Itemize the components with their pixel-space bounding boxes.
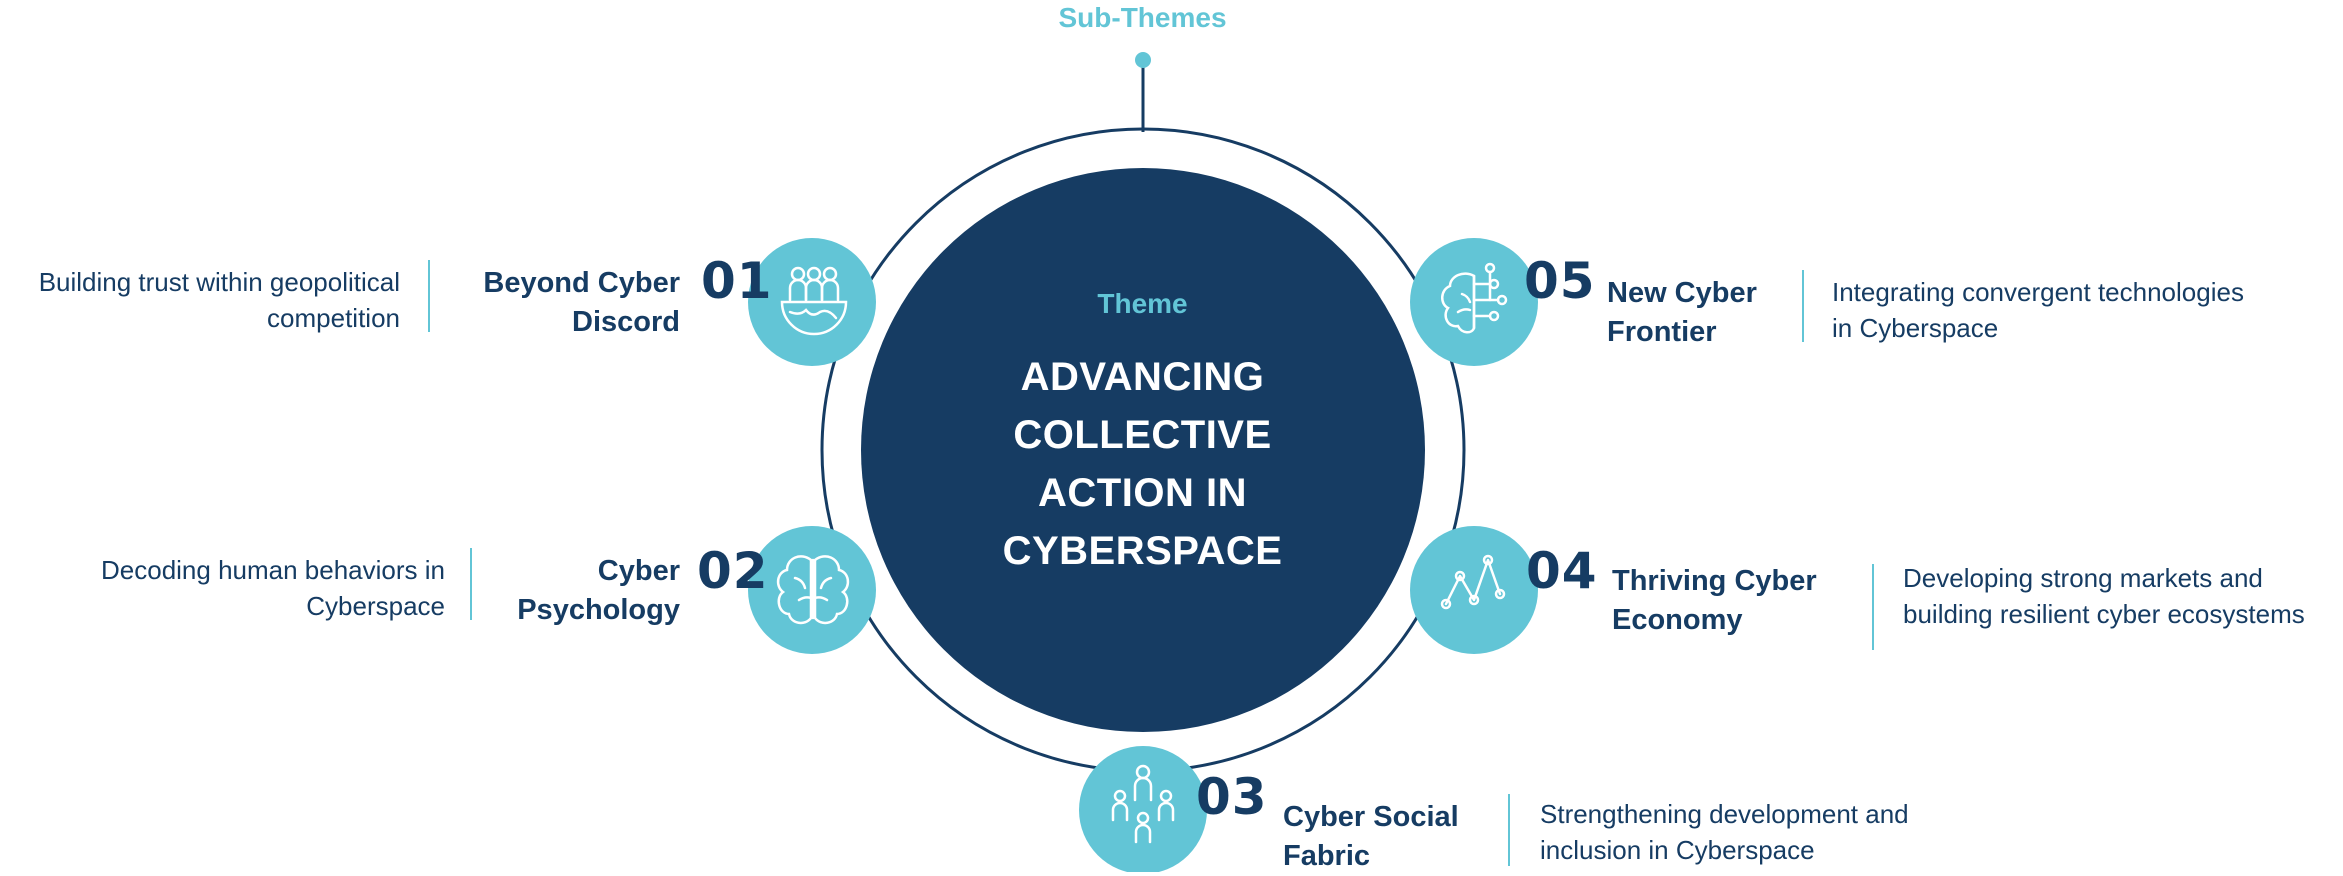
theme-title-line-1: ADVANCING xyxy=(1020,355,1265,399)
subtheme-03-description-line-2: inclusion in Cyberspace xyxy=(1540,835,1815,865)
subtheme-05-description-line-1: Integrating convergent technologies xyxy=(1832,277,2244,307)
theme-title: ADVANCING COLLECTIVE ACTION IN CYBERSPAC… xyxy=(895,348,1390,580)
subtheme-04-name-line-1: Thriving Cyber xyxy=(1612,565,1817,597)
top-connector-dot xyxy=(1135,52,1151,68)
theme-block: Theme ADVANCING COLLECTIVE ACTION IN CYB… xyxy=(895,288,1390,580)
subtheme-05-description-line-2: in Cyberspace xyxy=(1832,313,1999,343)
subtheme-05-name-line-1: New Cyber xyxy=(1607,277,1757,309)
subtheme-02-icon-badge xyxy=(748,526,876,654)
subtheme-03-icon-badge xyxy=(1079,746,1207,872)
subtheme-01-number: 01 xyxy=(701,252,773,310)
subtheme-02-description-line-1: Decoding human behaviors in xyxy=(101,555,445,585)
subtheme-01-icon-badge xyxy=(748,238,876,366)
subtheme-01-name: Beyond Cyber Discord xyxy=(450,264,680,342)
subtheme-02-divider xyxy=(470,548,472,620)
subtheme-02-name: Cyber Psychology xyxy=(480,552,680,630)
subtheme-05-description: Integrating convergent technologies in C… xyxy=(1832,274,2312,346)
subtheme-04-description-line-1: Developing strong markets and xyxy=(1903,563,2263,593)
theme-label: Theme xyxy=(1097,288,1188,319)
subtheme-02-number: 02 xyxy=(697,542,769,600)
subtheme-05-number: 05 xyxy=(1524,252,1596,310)
subtheme-04-divider xyxy=(1872,564,1874,650)
subtheme-01-divider xyxy=(428,260,430,332)
subtheme-03-description-line-1: Strengthening development and xyxy=(1540,799,1909,829)
line-graph-icon xyxy=(1440,554,1506,610)
subtheme-05-divider xyxy=(1802,270,1804,342)
subtheme-02-name-line-2: Psychology xyxy=(517,594,680,626)
subtheme-03-description: Strengthening development and inclusion … xyxy=(1540,796,1980,868)
theme-title-line-2: COLLECTIVE xyxy=(1013,413,1272,457)
subtheme-01-description-line-1: Building trust within geopolitical xyxy=(38,267,400,297)
subtheme-02-name-line-1: Cyber xyxy=(597,555,680,587)
theme-core-circle xyxy=(861,168,1425,732)
subtheme-02-description: Decoding human behaviors in Cyberspace xyxy=(40,552,445,624)
subtheme-05-name-line-2: Frontier xyxy=(1607,316,1717,348)
sub-themes-label: Sub-Themes xyxy=(1058,2,1227,33)
subtheme-03-name-line-1: Cyber Social xyxy=(1283,801,1459,833)
brain-icon xyxy=(776,555,850,625)
subtheme-04-icon-badge xyxy=(1410,526,1538,654)
subtheme-04-number: 04 xyxy=(1526,542,1598,600)
subtheme-05-icon-badge xyxy=(1410,238,1538,366)
subtheme-03-name: Cyber Social Fabric xyxy=(1283,798,1513,876)
subtheme-03-name-line-2: Fabric xyxy=(1283,840,1371,872)
subtheme-01-name-line-2: Discord xyxy=(572,306,680,338)
subtheme-04-description: Developing strong markets and building r… xyxy=(1903,560,2333,632)
theme-title-line-4: CYBERSPACE xyxy=(1002,529,1283,573)
digital-brain-circuit-icon xyxy=(1441,262,1508,334)
subtheme-02-description-line-2: Cyberspace xyxy=(306,591,445,621)
subtheme-01-description-line-2: competition xyxy=(267,303,400,333)
subtheme-03-number: 03 xyxy=(1196,768,1268,826)
subtheme-04-description-line-2: building resilient cyber ecosystems xyxy=(1903,599,2305,629)
theme-title-line-3: ACTION IN xyxy=(1038,471,1247,515)
people-globe-icon xyxy=(780,266,848,336)
community-network-icon xyxy=(1111,764,1175,844)
subtheme-03-divider xyxy=(1508,794,1510,866)
subtheme-04-name: Thriving Cyber Economy xyxy=(1612,562,1872,640)
subtheme-01-description: Building trust within geopolitical compe… xyxy=(0,264,400,336)
subtheme-04-name-line-2: Economy xyxy=(1612,604,1743,636)
subtheme-05-name: New Cyber Frontier xyxy=(1607,274,1837,352)
subtheme-01-name-line-1: Beyond Cyber xyxy=(483,267,680,299)
